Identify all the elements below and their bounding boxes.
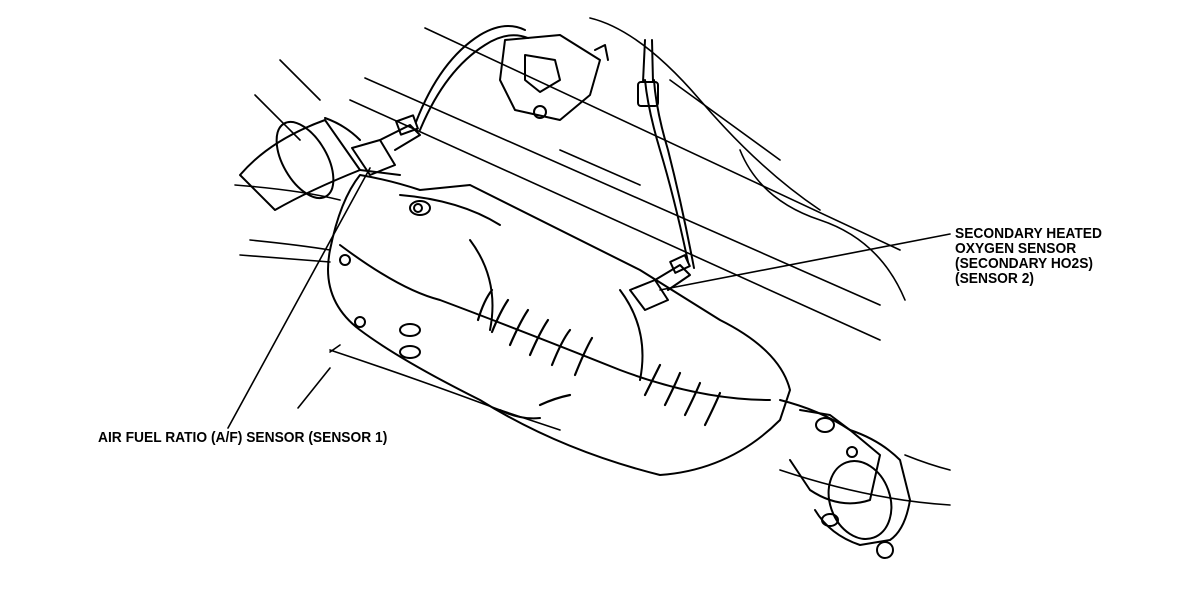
secondary-sensor-label-line-3: (SECONDARY HO2S) (955, 255, 1094, 272)
heat-shield-louvres (476, 288, 722, 427)
af-sensor (351, 25, 529, 176)
af-sensor-leader (227, 167, 371, 429)
af-sensor-label: AIR FUEL RATIO (A/F) SENSOR (SENSOR 1) (98, 429, 388, 446)
leader-lines (227, 167, 951, 429)
inlet-pipe (239, 117, 401, 211)
secondary-sensor-label-line-2: OXYGEN SENSOR (955, 240, 1077, 257)
secondary-sensor-leader (659, 233, 951, 291)
secondary-sensor-label-line-4: (SENSOR 2) (955, 270, 1034, 287)
converter-body (327, 174, 791, 476)
secondary-ho2s-sensor (629, 39, 695, 311)
secondary-sensor-label-line-1: SECONDARY HEATED (955, 225, 1102, 242)
secondary-sensor-label: SECONDARY HEATED OXYGEN SENSOR (SECONDAR… (955, 226, 1102, 286)
outlet-pipe (779, 399, 911, 559)
mounting-bracket (499, 34, 609, 121)
